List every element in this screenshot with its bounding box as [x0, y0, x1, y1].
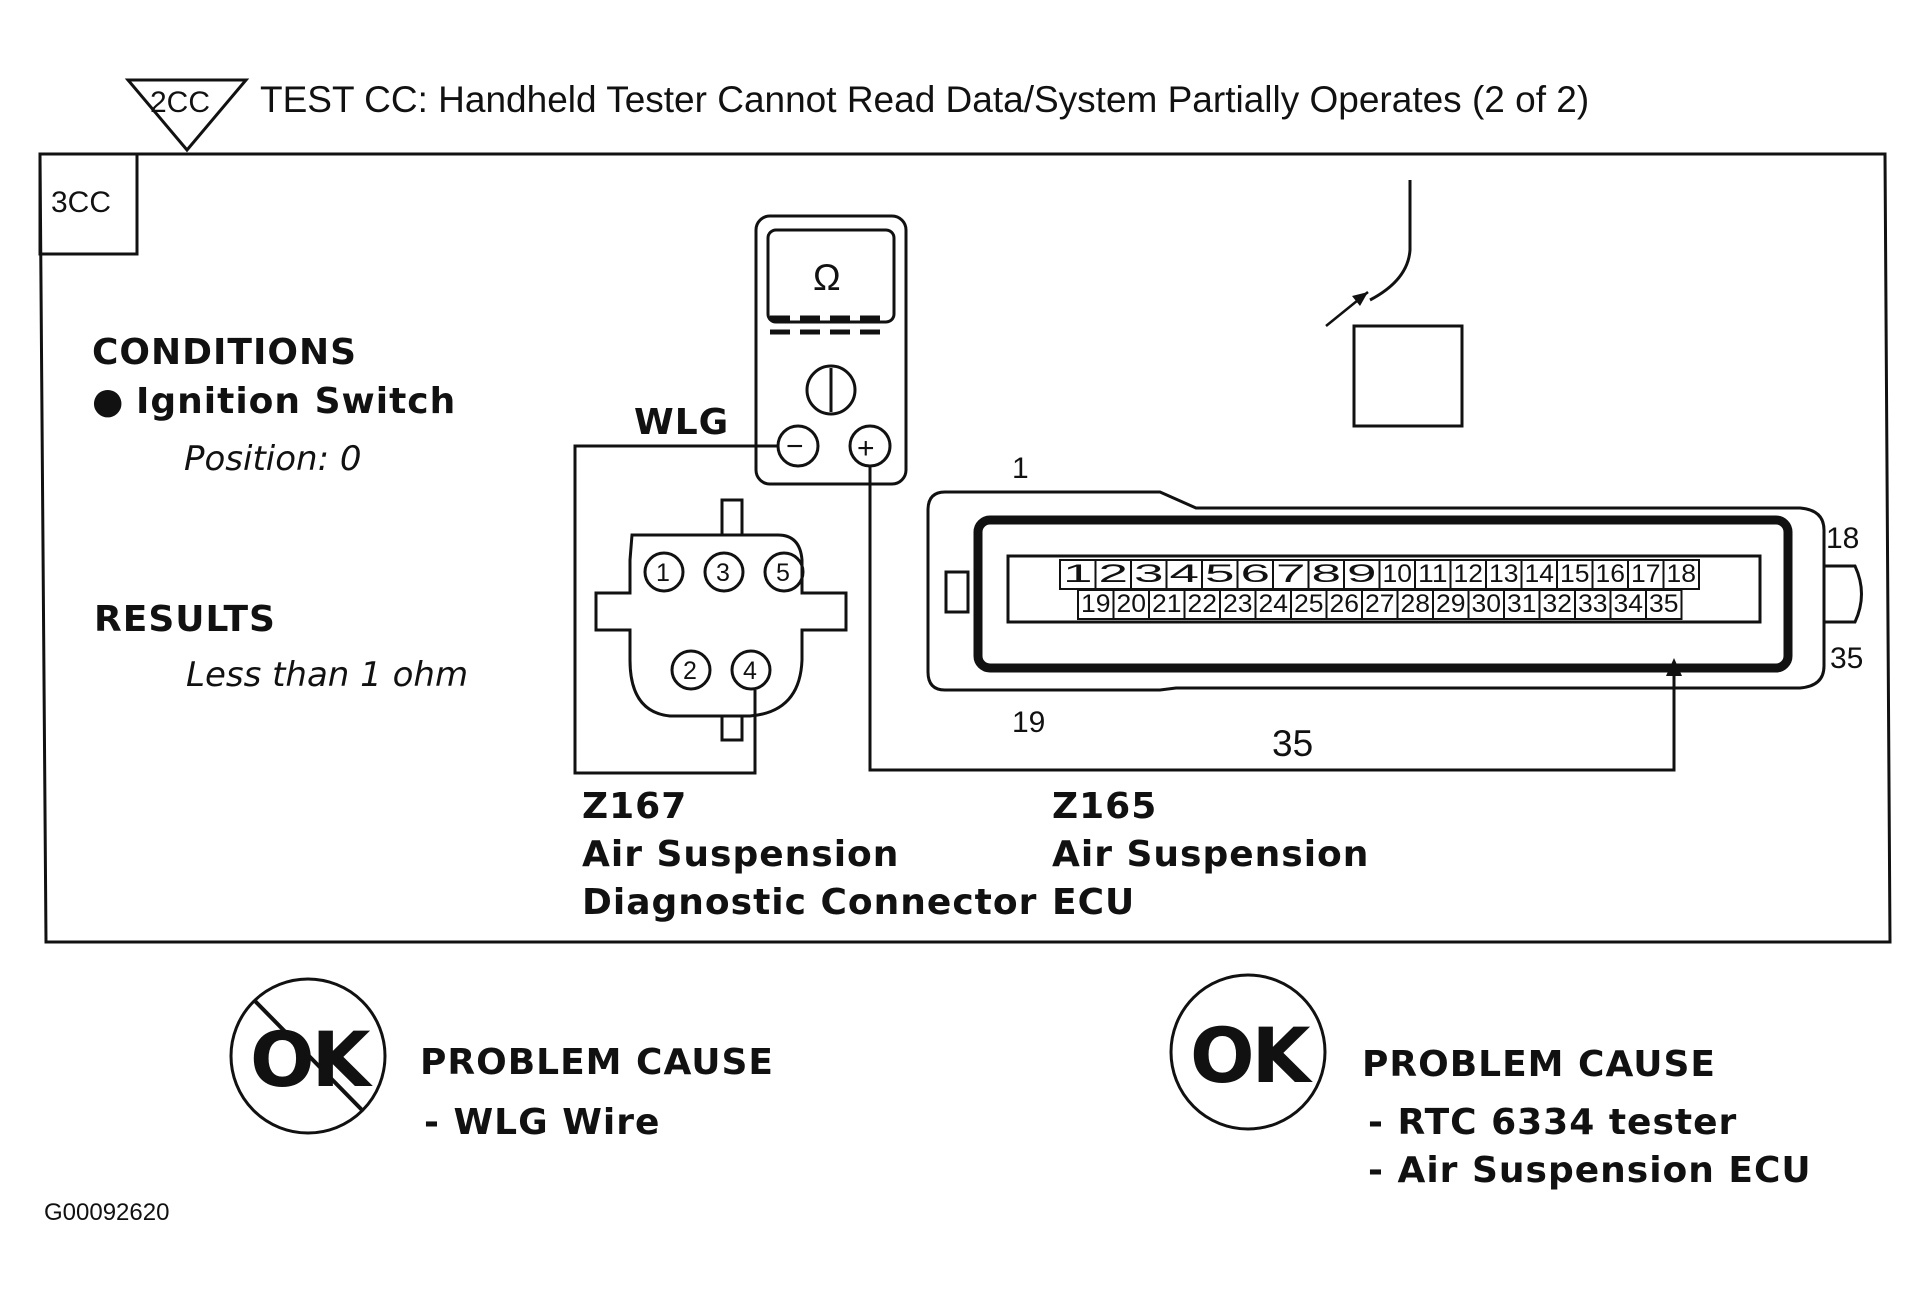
positive-test-lead — [868, 466, 1676, 772]
diag-connector-code: Z167 — [582, 786, 687, 827]
diag-pin-label: 4 — [743, 657, 757, 685]
ecu-pin-label: 26 — [1330, 590, 1360, 618]
ecu-pin-label: 27 — [1365, 590, 1395, 618]
ecu-pin-label: 20 — [1117, 590, 1147, 618]
ohm-unit-symbol: Ω — [813, 257, 841, 298]
condition-detail: Position: 0 — [184, 439, 362, 479]
diag-pin-2 — [670, 649, 712, 691]
not-ok-heading: PROBLEM CAUSE — [420, 1042, 774, 1083]
meter-selector-knob — [805, 364, 857, 416]
ok-heading: PROBLEM CAUSE — [1362, 1044, 1716, 1085]
ecu-pin-label: 15 — [1560, 560, 1590, 588]
ecu-label-pin-35: 35 — [1830, 642, 1863, 675]
ecu-pin-cell — [1645, 589, 1683, 620]
test-panel-frame — [38, 152, 1892, 944]
ok-cause: - RTC 6334 tester — [1368, 1102, 1737, 1143]
conditions-heading: CONDITIONS — [92, 332, 357, 373]
diag-pin-label: 2 — [683, 657, 697, 685]
diag-pin-label: 1 — [656, 559, 670, 587]
ecu-label-pin-18: 18 — [1826, 522, 1859, 555]
ecu-pin-label: 5 — [1205, 560, 1235, 588]
diag-pin-1 — [643, 551, 685, 593]
ecu-pin-label: 32 — [1543, 590, 1573, 618]
results-detail: Less than 1 ohm — [186, 655, 468, 695]
positive-symbol: + — [857, 432, 875, 465]
results-heading: RESULTS — [94, 599, 276, 640]
ok-symbol: OK — [1169, 973, 1327, 1131]
ecu-pin-label: 13 — [1489, 560, 1519, 588]
ecu-pin-label: 9 — [1347, 560, 1377, 588]
diag-pin-3 — [703, 551, 745, 593]
ecu-label-pin-1: 1 — [1012, 452, 1029, 485]
ecu-pin-label: 34 — [1614, 590, 1644, 618]
not-ok-symbol: OK — [229, 977, 387, 1135]
probe-pointer-icon — [1352, 292, 1368, 306]
ecu-pin-label: 17 — [1631, 560, 1661, 588]
ecu-pin-frame — [973, 515, 1793, 673]
component-box — [1352, 324, 1464, 428]
ecu-pin-label: 28 — [1401, 590, 1431, 618]
diag-pin-4 — [730, 649, 772, 691]
step-badge: 2CC — [124, 78, 250, 153]
wire-label-35: 35 — [1272, 723, 1313, 764]
ok-text: OK — [1190, 1011, 1314, 1100]
ecu-pin-label: 19 — [1081, 590, 1111, 618]
ecu-pin-label: 35 — [1649, 590, 1679, 618]
meter-dash-rows — [770, 315, 880, 335]
diagnostic-connector-z167: 1 3 5 2 4 — [594, 498, 848, 742]
ecu-code: Z165 — [1052, 786, 1157, 827]
diag-pin-5 — [763, 551, 805, 593]
not-ok-cause: - WLG Wire — [424, 1102, 660, 1143]
ecu-pin-label: 21 — [1152, 590, 1182, 618]
ecu-pin-label: 3 — [1134, 560, 1164, 588]
ecu-pin-label: 24 — [1259, 590, 1289, 618]
ok-cause: - Air Suspension ECU — [1368, 1150, 1812, 1191]
ecu-pin-label: 6 — [1241, 560, 1271, 588]
ecu-name-line2: ECU — [1052, 882, 1135, 923]
diag-pin-label: 5 — [776, 559, 790, 587]
ecu-pin-label: 25 — [1294, 590, 1324, 618]
step-box — [38, 152, 139, 256]
ecu-name-line1: Air Suspension — [1052, 834, 1369, 875]
figure-id: G00092620 — [44, 1199, 169, 1226]
condition-bullet: ● — [92, 381, 124, 422]
diag-connector-name-line1: Air Suspension — [582, 834, 899, 875]
page-title: TEST CC: Handheld Tester Cannot Read Dat… — [260, 79, 1589, 120]
negative-test-lead — [573, 444, 778, 775]
ecu-pin-label: 10 — [1383, 560, 1413, 588]
ecu-pin-label: 12 — [1454, 560, 1484, 588]
condition-item: Ignition Switch — [136, 381, 456, 422]
diag-connector-name-line2: Diagnostic Connector — [582, 882, 1037, 923]
ecu-connector-z165 — [926, 490, 1863, 692]
ecu-pin-label: 2 — [1099, 560, 1129, 588]
ecu-pin-label: 30 — [1472, 590, 1502, 618]
ecu-pin-label: 18 — [1667, 560, 1697, 588]
negative-symbol: − — [786, 430, 804, 463]
ohmmeter: Ω − + — [754, 214, 908, 486]
ecu-pin-label: 31 — [1507, 590, 1537, 618]
ecu-pin-label: 4 — [1170, 560, 1200, 588]
ecu-pin-label: 1 — [1063, 560, 1093, 588]
wlg-lead-label: WLG — [634, 402, 729, 443]
ecu-pin-label: 7 — [1276, 560, 1306, 588]
ecu-pin-label: 8 — [1312, 560, 1342, 588]
step-badge-label: 2CC — [150, 86, 210, 119]
ecu-label-pin-19: 19 — [1012, 706, 1045, 739]
ecu-pin-label: 23 — [1223, 590, 1253, 618]
ecu-pin-label: 14 — [1525, 560, 1555, 588]
diag-pin-label: 3 — [716, 559, 730, 587]
ecu-pin-label: 29 — [1436, 590, 1466, 618]
ecu-pin-label: 22 — [1188, 590, 1218, 618]
step-box-label: 3CC — [51, 186, 111, 219]
ecu-pin-label: 16 — [1596, 560, 1626, 588]
probe-wire — [1369, 180, 1412, 302]
ecu-pin-label: 33 — [1578, 590, 1608, 618]
ecu-pin-label: 11 — [1418, 560, 1448, 588]
